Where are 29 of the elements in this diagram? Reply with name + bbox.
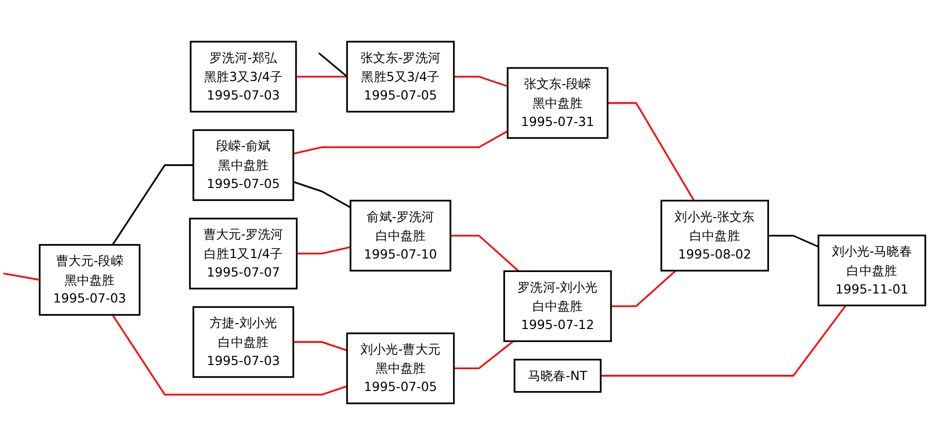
node-box: 罗洗河-刘小光 白中盘胜 1995-07-12: [503, 270, 612, 342]
node-box: 张文东-段嵘 黑中盘胜 1995-07-31: [506, 67, 608, 139]
connector: [112, 314, 348, 396]
node-box: 俞斌-罗洗河 白中盘胜 1995-07-10: [350, 200, 452, 272]
connector: [450, 234, 520, 272]
node-box: 方捷-刘小光 白中盘胜 1995-07-03: [192, 306, 294, 378]
connector: [293, 341, 348, 352]
connector: [293, 130, 508, 155]
connector: [293, 181, 351, 208]
connector: [454, 76, 508, 88]
connector: [296, 246, 351, 254]
node-box: 刘小光-曹大元 黑中盘胜 1995-07-05: [346, 332, 455, 404]
connector: [454, 340, 514, 370]
connector: [768, 234, 819, 248]
node-box: 曹大元-罗洗河 白胜1又1/4子 1995-07-07: [189, 218, 298, 290]
connector: [611, 270, 676, 308]
connector: [112, 164, 194, 246]
node-box: 罗洗河-郑弘 黑胜3又3/4子 1995-07-03: [190, 40, 297, 113]
node-box: 曹大元-段嵘 黑中盘胜 1995-07-03: [38, 244, 140, 316]
node-box: 段嵘-俞斌 黑中盘胜 1995-07-05: [192, 129, 294, 201]
connector: [600, 304, 846, 377]
node-box: 刘小光-张文东 白中盘胜 1995-08-02: [660, 200, 769, 272]
connector: [296, 76, 348, 78]
node-box: 刘小光-马晓春 白中盘胜 1995-11-01: [818, 234, 926, 306]
connector-line: [3, 272, 40, 281]
node-box: 马晓春-NT: [514, 358, 602, 393]
connector: [608, 102, 695, 202]
connector-line: [318, 52, 348, 78]
node-box: 张文东-罗洗河 黑胜5又3/4子 1995-07-05: [346, 40, 455, 113]
